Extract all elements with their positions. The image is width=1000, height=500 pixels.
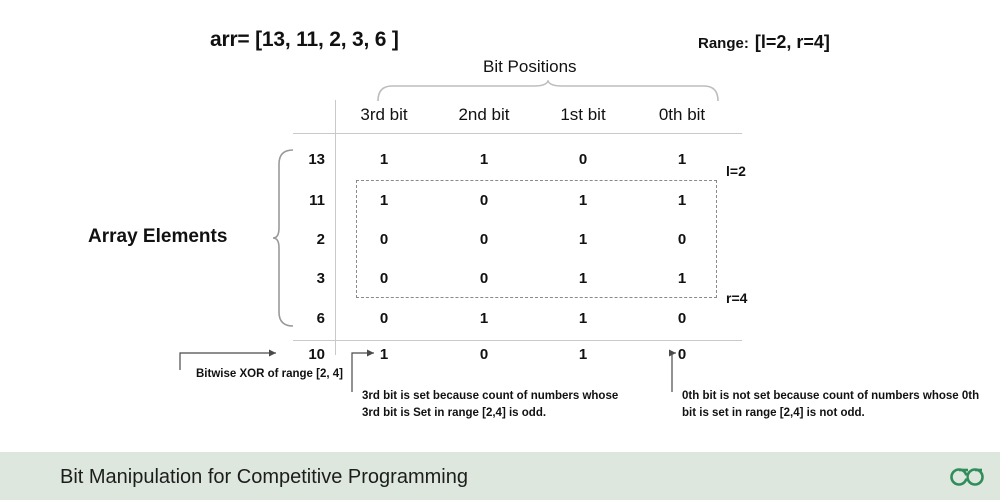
zeroth-bit-note: 0th bit is not set because count of numb… (682, 390, 980, 419)
table-top-rule (293, 133, 742, 134)
range-label: Range: [l=2, r=4] (698, 32, 830, 53)
xor-callout-text: Bitwise XOR of range [2, 4] (196, 368, 343, 380)
bit-cell-r1-c0: 1 (379, 192, 389, 209)
result-bit-c2: 1 (578, 346, 588, 363)
bit-cell-r3-c1: 0 (479, 270, 489, 287)
bit-cell-r3-c0: 0 (379, 270, 389, 287)
result-row-label: 10 (308, 346, 325, 363)
table-vertical-divider (335, 100, 336, 355)
result-bit-c3: 0 (677, 346, 687, 363)
row-label-0: 13 (308, 151, 325, 168)
bit-cell-r0-c1: 1 (479, 151, 489, 168)
bit-cell-r1-c1: 0 (479, 192, 489, 209)
footer-title: Bit Manipulation for Competitive Program… (60, 466, 468, 488)
row-label-1: 11 (309, 192, 325, 209)
bit-cell-r2-c3: 0 (677, 231, 687, 248)
range-value: [l=2, r=4] (754, 32, 830, 52)
column-header-3rd-bit: 3rd bit (360, 105, 408, 124)
array-expression: arr= [13, 11, 2, 3, 6 ] (210, 28, 399, 51)
bit-cell-r0-c2: 0 (578, 151, 588, 168)
result-bit-c0: 1 (379, 346, 389, 363)
bit-cell-r2-c2: 1 (578, 231, 588, 248)
bit-cell-r0-c3: 1 (677, 151, 687, 168)
footer-bar (0, 452, 1000, 500)
column-header-0th-bit: 0th bit (658, 105, 706, 124)
bit-cell-r2-c1: 0 (479, 231, 489, 248)
range-marker-right: r=4 (726, 290, 748, 306)
bit-cell-r4-c1: 1 (479, 310, 489, 327)
bit-cell-r4-c2: 1 (578, 310, 588, 327)
bit-cell-r1-c3: 1 (677, 192, 687, 209)
range-highlight-box (356, 180, 717, 298)
bit-cell-r3-c2: 1 (578, 270, 588, 287)
bit-cell-r3-c3: 1 (677, 270, 687, 287)
geeksforgeeks-logo-icon (950, 468, 984, 486)
column-header-1st-bit: 1st bit (560, 105, 606, 124)
row-label-3: 3 (316, 270, 325, 287)
column-header-2nd-bit: 2nd bit (458, 105, 510, 124)
bit-cell-r1-c2: 1 (578, 192, 588, 209)
bit-cell-r4-c0: 0 (379, 310, 389, 327)
array-elements-label: Array Elements (88, 226, 228, 247)
bit-positions-title: Bit Positions (483, 57, 577, 76)
bit-cell-r4-c3: 0 (677, 310, 687, 327)
bit-cell-r0-c0: 1 (379, 151, 389, 168)
table-bottom-rule (293, 340, 742, 341)
row-label-4: 6 (316, 310, 325, 327)
range-marker-left: l=2 (726, 163, 746, 179)
third-bit-note: 3rd bit is set because count of numbers … (362, 390, 619, 419)
bit-positions-brace-icon (377, 80, 719, 102)
row-label-2: 2 (316, 231, 325, 248)
result-bit-c1: 0 (479, 346, 489, 363)
range-prefix: Range: (698, 35, 749, 52)
array-elements-brace-icon (272, 149, 294, 327)
bit-cell-r2-c0: 0 (379, 231, 389, 248)
